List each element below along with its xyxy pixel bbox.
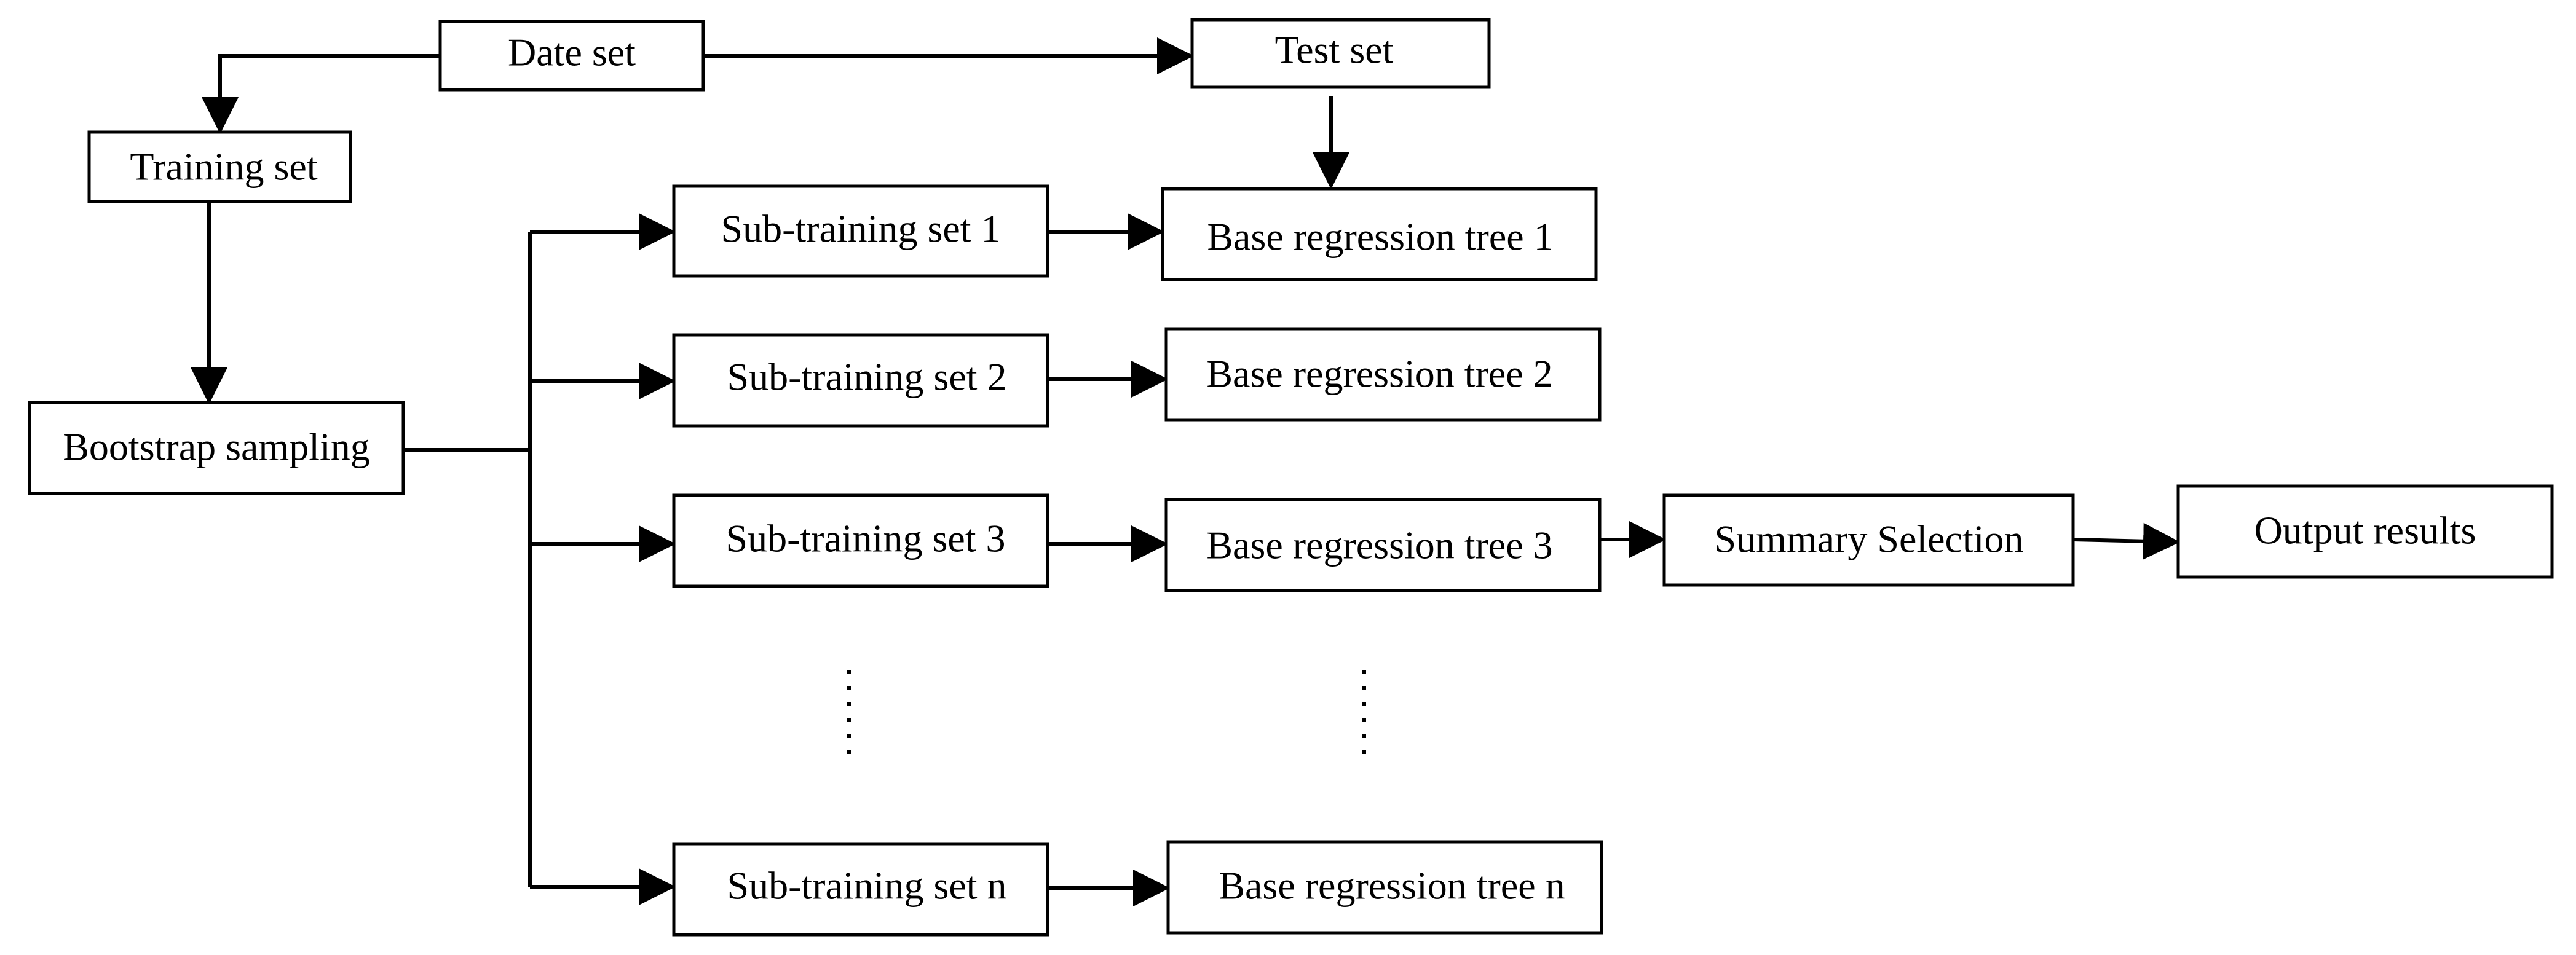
node-summary-selection: Summary Selection xyxy=(1662,493,2075,587)
node-base-regression-tree-1: Base regression tree 1 xyxy=(1161,187,1598,281)
node-base-regression-tree-1-label: Base regression tree 1 xyxy=(1207,215,1553,259)
node-sub-training-set-2-label: Sub-training set 2 xyxy=(727,355,1006,399)
node-test-set: Test set xyxy=(1190,18,1491,89)
node-bootstrap-sampling: Bootstrap sampling xyxy=(28,401,405,495)
node-date-set: Date set xyxy=(438,20,705,92)
ellipsis-dots-sub-training xyxy=(847,670,851,754)
node-output-results-label: Output results xyxy=(2254,509,2476,552)
edge-date-set-to-training-set xyxy=(202,54,440,134)
node-base-regression-tree-3-label: Base regression tree 3 xyxy=(1206,524,1552,567)
node-bootstrap-sampling-label: Bootstrap sampling xyxy=(63,425,370,469)
node-base-regression-tree-2: Base regression tree 2 xyxy=(1164,327,1602,422)
node-output-results: Output results xyxy=(2176,484,2554,579)
node-base-regression-tree-3: Base regression tree 3 xyxy=(1164,498,1602,592)
node-sub-training-set-1: Sub-training set 1 xyxy=(672,184,1049,278)
node-sub-training-set-n-label: Sub-training set n xyxy=(727,864,1006,908)
node-summary-selection-label: Summary Selection xyxy=(1714,517,2023,561)
node-base-regression-tree-n: Base regression tree n xyxy=(1166,840,1603,935)
node-sub-training-set-3-label: Sub-training set 3 xyxy=(725,517,1005,560)
ellipsis-dots-base-trees xyxy=(1362,670,1366,754)
node-sub-training-set-1-label: Sub-training set 1 xyxy=(721,207,1000,251)
edges xyxy=(191,37,2180,906)
node-base-regression-tree-2-label: Base regression tree 2 xyxy=(1206,352,1552,396)
node-base-regression-tree-n-label: Base regression tree n xyxy=(1219,864,1565,908)
node-training-set: Training set xyxy=(87,130,352,203)
node-training-set-label: Training set xyxy=(130,145,317,189)
edge-summary-to-output xyxy=(2072,522,2180,560)
node-test-set-label: Test set xyxy=(1275,28,1394,72)
node-sub-training-set-n: Sub-training set n xyxy=(672,842,1049,937)
node-sub-training-set-3: Sub-training set 3 xyxy=(672,493,1049,588)
node-date-set-label: Date set xyxy=(508,31,636,74)
node-sub-training-set-2: Sub-training set 2 xyxy=(672,333,1049,428)
